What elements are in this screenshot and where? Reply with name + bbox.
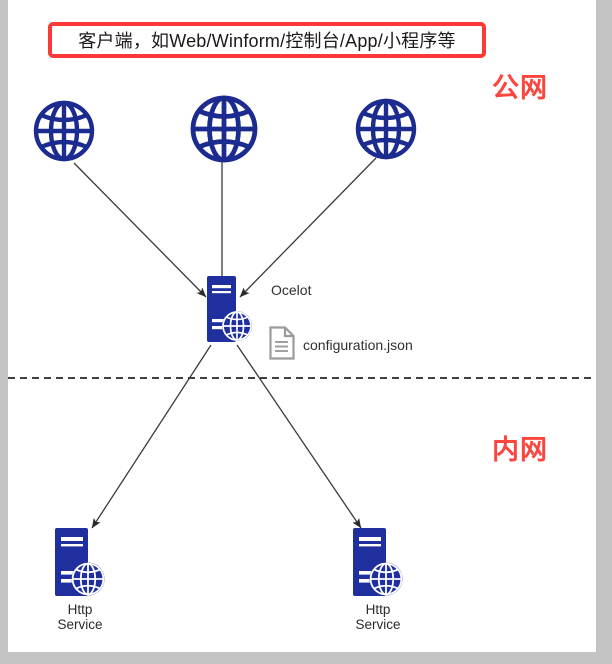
client-node-1[interactable] xyxy=(32,98,96,169)
zone-label-public: 公网 xyxy=(492,73,548,103)
gateway-node-ocelot[interactable] xyxy=(205,274,255,351)
globe-icon xyxy=(33,100,95,162)
service-node-left[interactable] xyxy=(52,526,108,605)
diagram-panel xyxy=(8,0,596,652)
document-icon xyxy=(269,326,295,360)
config-file-node[interactable] xyxy=(268,326,296,365)
gateway-label: Ocelot xyxy=(271,282,312,298)
server-globe-icon xyxy=(353,528,403,596)
client-node-3[interactable] xyxy=(354,96,418,167)
service-label-right: Http Service xyxy=(355,602,401,632)
config-file-label: configuration.json xyxy=(303,337,413,353)
server-globe-icon xyxy=(55,528,105,596)
server-globe-icon xyxy=(207,276,252,342)
service-label-left: Http Service xyxy=(57,602,103,632)
client-title-text: 客户端，如Web/Winform/控制台/App/小程序等 xyxy=(78,31,456,51)
globe-icon xyxy=(190,95,258,163)
zone-label-internal: 内网 xyxy=(492,435,548,465)
client-title-box: 客户端，如Web/Winform/控制台/App/小程序等 xyxy=(48,22,486,58)
client-node-2[interactable] xyxy=(189,93,259,170)
service-node-right[interactable] xyxy=(350,526,406,605)
globe-icon xyxy=(355,98,417,160)
